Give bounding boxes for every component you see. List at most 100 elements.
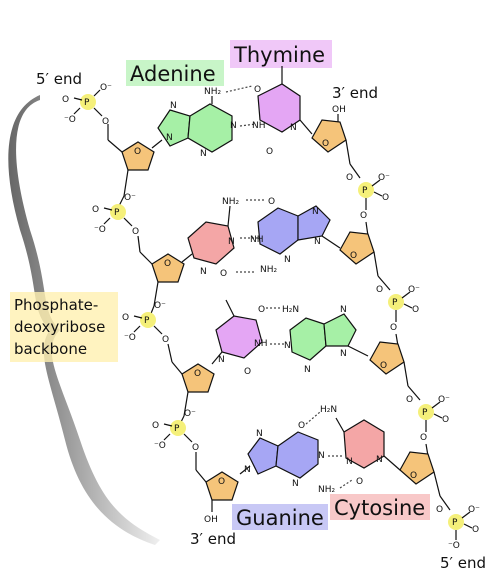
nitrogen-atom: N bbox=[228, 237, 235, 247]
oxygen-atom: O bbox=[218, 477, 225, 487]
oxygen-atom: O bbox=[442, 415, 449, 425]
backbone-label-line3: backbone bbox=[14, 340, 87, 358]
amino-group: NH₂ bbox=[260, 265, 278, 275]
oxygen-atom: O bbox=[346, 173, 353, 183]
oxygen-atom: O bbox=[152, 421, 159, 431]
oxygen-atom: O bbox=[194, 369, 201, 379]
backbone-brace bbox=[8, 95, 161, 545]
phosphorus-atom: P bbox=[452, 518, 458, 528]
oxygen-atom: O bbox=[390, 323, 397, 333]
three-prime-end-top-label: 3′ end bbox=[332, 84, 378, 102]
backbone-label-line1: Phosphate- bbox=[14, 296, 98, 314]
thymine-base: O NH N O bbox=[252, 66, 313, 157]
oxygen-atom: O⁻ bbox=[438, 395, 450, 405]
deoxyribose-sugar: O bbox=[181, 363, 215, 393]
nitrogen-atom: N bbox=[290, 123, 297, 133]
oxygen-atom: O⁻ bbox=[100, 83, 112, 93]
phosphate-group: P O O⁻ ⁻O O bbox=[62, 83, 112, 127]
oxygen-atom: O⁻ bbox=[378, 173, 390, 183]
oxygen-atom: O bbox=[134, 147, 141, 157]
oxygen-atom: O bbox=[412, 305, 419, 315]
oxygen-atom: O bbox=[406, 395, 413, 405]
nitrogen-atom: N bbox=[284, 341, 291, 351]
cytosine-base: NH₂ N N O bbox=[181, 197, 240, 279]
amino-group: H₂N bbox=[282, 305, 299, 315]
oxygen-atom: ⁻O bbox=[64, 115, 76, 125]
nitrogen-atom: N bbox=[304, 365, 311, 375]
oxygen-atom: O bbox=[360, 211, 367, 221]
phosphate-group: P O O⁻ ⁻O O bbox=[92, 193, 139, 237]
nitrogen-atom: N bbox=[292, 479, 299, 489]
nitrogen-atom: N bbox=[200, 149, 207, 159]
nitrogen-atom: N bbox=[244, 465, 251, 475]
cytosine-base: H₂N N N O bbox=[320, 405, 401, 487]
nitrogen-atom: N bbox=[284, 255, 291, 265]
nitrogen-atom: N bbox=[314, 237, 321, 247]
oxygen-atom: O⁻ bbox=[154, 301, 166, 311]
oxygen-atom: O bbox=[62, 95, 69, 105]
oxygen-atom: ⁻O bbox=[154, 441, 166, 451]
guanine-label: Guanine bbox=[236, 506, 324, 530]
deoxyribose-sugar: O bbox=[121, 141, 155, 171]
deoxyribose-sugar: O bbox=[311, 119, 347, 153]
nitrogen-atom: N bbox=[340, 349, 347, 359]
nitrogen-atom: N bbox=[256, 429, 263, 439]
oxygen-atom: ⁻O bbox=[448, 541, 460, 551]
hydroxyl-group: OH bbox=[204, 515, 218, 525]
thymine-base: O NH N O bbox=[211, 299, 268, 377]
oxygen-atom: O bbox=[298, 421, 305, 431]
nitrogen-atom: NH bbox=[254, 339, 268, 349]
five-prime-end-bottom-label: 5′ end bbox=[440, 554, 486, 572]
oxygen-atom: O⁻ bbox=[468, 505, 480, 515]
oxygen-atom: O⁻ bbox=[408, 285, 420, 295]
phosphorus-atom: P bbox=[422, 408, 428, 418]
oxygen-atom: O bbox=[258, 305, 265, 315]
nitrogen-atom: N bbox=[166, 133, 173, 143]
oxygen-atom: O bbox=[132, 227, 139, 237]
oxygen-atom: O bbox=[254, 85, 261, 95]
oxygen-atom: O⁻ bbox=[124, 193, 136, 203]
phosphate-group: O P O⁻ O ⁻O bbox=[436, 505, 480, 551]
oxygen-atom: O bbox=[382, 193, 389, 203]
nitrogen-atom: N bbox=[318, 451, 325, 461]
deoxyribose-sugar: O bbox=[339, 231, 375, 265]
deoxyribose-sugar: O bbox=[205, 471, 239, 501]
adenine-label-bg bbox=[126, 60, 224, 86]
guanine-base: N N O N N NH₂ bbox=[239, 421, 336, 495]
oxygen-atom: O bbox=[350, 251, 357, 261]
deoxyribose-sugar: O bbox=[151, 253, 185, 283]
nitrogen-atom: N bbox=[340, 305, 347, 315]
oxygen-atom: O bbox=[436, 505, 443, 515]
five-prime-end-top-label: 5′ end bbox=[36, 70, 82, 88]
oxygen-atom: O bbox=[92, 205, 99, 215]
oxygen-atom: O bbox=[472, 525, 479, 535]
adenine-base: N N NH₂ N N bbox=[151, 87, 237, 159]
adenine-base: H₂N N N N N bbox=[282, 305, 369, 375]
oxygen-atom: O bbox=[244, 367, 251, 377]
nitrogen-atom: NH bbox=[250, 235, 264, 245]
nitrogen-atom: N bbox=[376, 455, 383, 465]
hydroxyl-group: OH bbox=[332, 105, 346, 115]
oxygen-atom: O bbox=[192, 443, 199, 453]
three-prime-end-bottom-label: 3′ end bbox=[190, 530, 236, 548]
oxygen-atom: O bbox=[356, 477, 363, 487]
phosphate-group: P O O⁻ ⁻O O bbox=[152, 409, 199, 453]
amino-group: NH₂ bbox=[204, 87, 222, 97]
oxygen-atom: O bbox=[162, 335, 169, 345]
oxygen-atom: O bbox=[220, 269, 227, 279]
oxygen-atom: ⁻O bbox=[94, 225, 106, 235]
adenine-label: Adenine bbox=[130, 62, 216, 86]
oxygen-atom: O bbox=[376, 285, 383, 295]
oxygen-atom: O⁻ bbox=[184, 409, 196, 419]
phosphorus-atom: P bbox=[84, 98, 90, 108]
deoxyribose-sugar: O bbox=[369, 341, 405, 375]
phosphate-group: P O O⁻ ⁻O O bbox=[122, 301, 169, 345]
deoxyribose-sugar: O bbox=[399, 451, 435, 485]
amino-group: H₂N bbox=[320, 405, 337, 415]
phosphorus-atom: P bbox=[392, 298, 398, 308]
backbone-label-line2: deoxyribose bbox=[14, 318, 105, 336]
nitrogen-atom: N bbox=[170, 101, 177, 111]
amino-group: NH₂ bbox=[222, 197, 240, 207]
oxygen-atom: ⁻O bbox=[124, 333, 136, 343]
